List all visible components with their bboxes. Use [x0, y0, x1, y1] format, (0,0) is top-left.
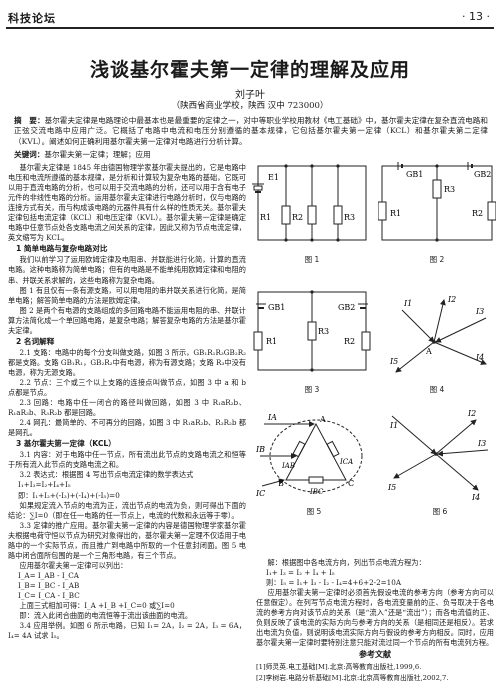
section-heading: 3 基尔霍夫第一定律（KCL）: [16, 439, 116, 449]
fig5-label-ibc: IBC: [309, 488, 324, 496]
figure-4: I1 I2 I3 I4 I5 A: [382, 290, 494, 386]
fig6-label-i5: I5: [387, 483, 396, 492]
section-heading: 2 名词解释: [16, 336, 55, 346]
figure-5-caption: 图 5: [306, 507, 322, 516]
figure-6: I1 I2 I3 I4 I5: [382, 404, 494, 502]
equation: I₁+I₃=I₂+I₄+I₅: [18, 480, 71, 490]
paragraph: 3.4 应用举例。如图 6 所示电路，已知 I₁= 2A，I₂ = 2A，I₃ …: [8, 621, 246, 641]
fig5-label-ica: ICA: [339, 458, 353, 466]
keywords: 关键词：基尔霍夫第一定律；理解；应用: [14, 149, 488, 160]
fig5-node-a: A: [319, 415, 326, 424]
paragraph: 解：根据图中各电流方向，列出节点电流方程为：: [267, 558, 426, 567]
article-author: 刘子叶: [235, 90, 265, 101]
fig5-label-iab: IAB: [281, 462, 295, 470]
paragraph: 应用基尔霍夫第一定律可以列出：: [19, 560, 128, 570]
paragraph: 图 2 是两个有电源的支路组成的多回路电路不能运用电阻的串、并联计算方法简化成一…: [8, 305, 246, 335]
equation: 即：I₁+I₂+(-I₃)+(-I₄)+(-I₅)=0: [18, 490, 120, 500]
abstract-text: 基尔霍夫定律是电路理论中最基本也是最重要的定律之一，对中等职业学校用教材《电工基…: [14, 116, 489, 146]
fig6-label-i2: I2: [467, 409, 476, 418]
fig4-label-i1: I1: [403, 299, 412, 308]
paragraph: 我们以前学习了运用欧姆定律及电阻串、并联能进行化简，计算的直流电路。这种电路称为…: [8, 255, 246, 285]
header-rule: [6, 27, 494, 29]
body-left-column: 基尔霍夫定律是 1845 年由德国物理学家基尔霍夫提出的，它是电路中电压和电流所…: [8, 163, 246, 641]
paragraph: 3.3 定律的推广应用。基尔霍夫第一定律的内容是德国物理学家基尔霍夫根据电荷守恒…: [8, 520, 246, 560]
fig2-label-gb2: GB2: [474, 170, 491, 179]
fig1-label-e1: E1: [268, 173, 279, 182]
fig2-label-r1: R1: [390, 209, 401, 218]
fig6-label-i4: I4: [471, 493, 480, 502]
fig3-label-r1: R1: [266, 337, 277, 346]
abstract-label: 摘 要：: [14, 116, 45, 125]
article-affiliation: （陕西省商业学校，陕西 汉中 723000）: [171, 101, 329, 111]
fig4-node-a: A: [425, 347, 432, 356]
fig6-label-i3: I3: [477, 439, 486, 448]
abstract: 摘 要：基尔霍夫定律是电路理论中最基本也是最重要的定律之一，对中等职业学校用教材…: [14, 116, 488, 147]
figure-5: IA IB IC IAB IBC ICA A B C: [252, 402, 376, 502]
paragraph: 上面三式相加可得：I_A +I_B +I_C=0 或∑I=0: [19, 601, 175, 611]
reference-item: [1]师灵英.电工基础[M].北京:高等教育出版社,1999,6.: [256, 663, 422, 672]
paragraph: 图 1 有且仅有一条有源支路，可以用电阻的串并联关系进行化简，是简单电路；解答简…: [8, 285, 246, 305]
figure-1: E1 R1 R2 R3: [252, 160, 372, 252]
equation: I_A= I_AB - I_CA: [18, 570, 79, 580]
paragraph: 应用基尔霍夫第一定律时必须首先假设电流的参考方向（参考方向可以任意假定）。在列写…: [256, 588, 494, 648]
fig4-label-i5: I5: [389, 357, 398, 366]
paragraph: 2.2 节点：三个或三个以上支路的连接点叫做节点，如图 3 中 a 和 b 点都…: [8, 377, 246, 398]
fig4-label-i2: I2: [447, 295, 456, 304]
article-title: 浅谈基尔霍夫第一定律的理解及应用: [89, 59, 410, 81]
fig1-label-r1: R1: [260, 213, 271, 222]
figure-2-caption: 图 2: [429, 255, 445, 264]
fig2-label-gb1: GB1: [406, 170, 423, 179]
figure-4-caption: 图 4: [429, 385, 445, 394]
section-heading: 1 简单电路与复杂电路对比: [16, 244, 108, 254]
fig3-label-gb2: GB2: [338, 303, 355, 312]
reference-item: [2]李树岩.电路分析基础[M].北京:北京高等教育出版社,2002,7.: [256, 673, 449, 682]
fig2-label-r2: R2: [472, 209, 483, 218]
keywords-text: 基尔霍夫第一定律；理解；应用: [44, 150, 151, 159]
fig4-label-i3: I3: [475, 307, 484, 316]
fig5-node-b: B: [278, 479, 284, 488]
fig1-label-r3: R3: [344, 213, 355, 222]
figure-1-caption: 图 1: [304, 255, 320, 264]
paragraph: 2.4 网孔：最简单的、不可再分的回路，如图 3 中 R₁aR₂b、R₃R₂b …: [8, 418, 246, 438]
paragraph: 3.1 内容：对于电路中任一节点，所有流出此节点的支路电流之和恒等于所有流入此节…: [8, 450, 246, 470]
paragraph: 基尔霍夫定律是 1845 年由德国物理学家基尔霍夫提出的，它是电路中电压和电流所…: [8, 163, 246, 243]
fig2-label-r3: R3: [444, 185, 455, 194]
journal-section: 科技论坛: [8, 12, 56, 25]
fig5-label-ic: IC: [255, 489, 265, 498]
equation: I₁+ I₃ = I₂ + I₄ + I₅: [266, 568, 335, 578]
equation: I_B= I_BC - I_AB: [18, 580, 80, 590]
body-right-column: 解：根据图中各电流方向，列出节点电流方程为：I₁+ I₃ = I₂ + I₄ +…: [256, 558, 494, 683]
keywords-label: 关键词：: [14, 150, 45, 159]
fig5-node-c: C: [348, 479, 354, 488]
equation: I_C= I_CA - I_BC: [18, 590, 80, 600]
fig4-label-i4: I4: [475, 353, 484, 362]
fig3-label-r2: R2: [344, 337, 355, 346]
figure-6-caption: 图 6: [432, 507, 448, 516]
page-number: · 13 ·: [462, 10, 490, 23]
paragraph: 2.1 支路：电路中的每个分支叫做支路，如图 3 所示，GB₁R₁R₃GB₂R₂…: [8, 347, 247, 377]
paragraph: 如果规定流入节点的电流为正，流出节点的电流为负，则可得出下面的结论：∑I=0（即…: [8, 500, 246, 520]
fig3-label-r3: R3: [318, 327, 329, 336]
fig5-label-ia: IA: [267, 413, 277, 422]
fig6-label-i1: I1: [389, 421, 398, 430]
figure-3: GB1 GB2 R1 R3 R2: [252, 282, 372, 382]
paragraph: 3.2 表达式：根据图 4 写出节点电流定律的数学表达式: [19, 470, 194, 480]
fig3-label-gb1: GB1: [268, 303, 285, 312]
fig5-label-ib: IB: [255, 445, 265, 454]
section-heading: 参考文献: [359, 650, 391, 660]
paragraph: 即：流入此闭合曲面的电流恒等于流出该曲面的电流。: [19, 611, 193, 621]
figure-3-caption: 图 3: [304, 385, 320, 394]
figure-2: GB1 GB2 R3 R1 R2: [378, 160, 496, 252]
equation: 则：I₅ = I₁+ I₃ - I₂ - I₄=4+6+2-2=10A: [266, 578, 402, 588]
paragraph: 2.3 回路：电路中任一闭合的路径叫做回路，如图 3 中 R₁aR₂b、R₁aR…: [8, 398, 246, 418]
fig1-label-r2: R2: [292, 213, 303, 222]
